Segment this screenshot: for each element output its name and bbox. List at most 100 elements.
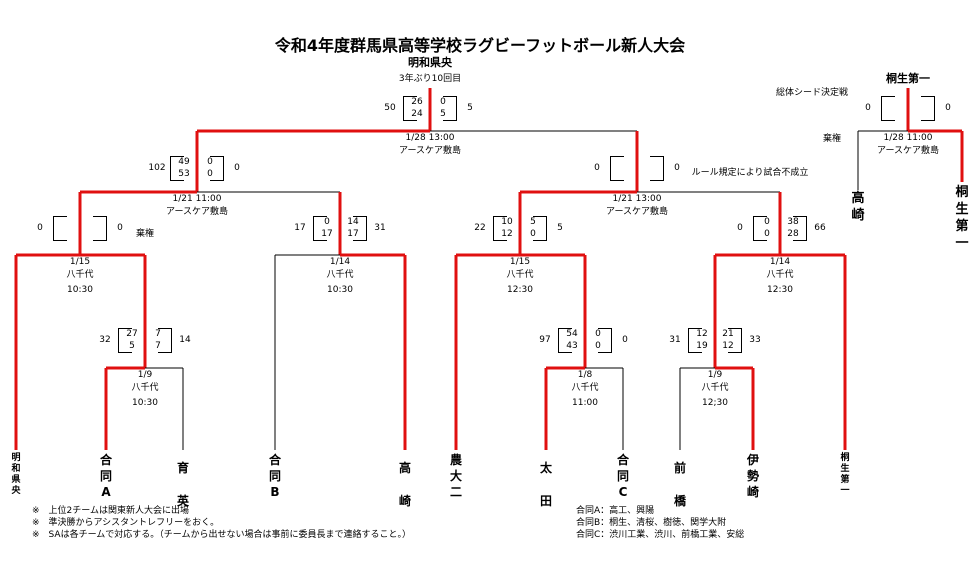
left-second-half-score: 43 <box>566 341 578 351</box>
right-total-score: 0 <box>674 163 680 173</box>
champion-name: 明和県央 <box>408 56 452 69</box>
team-name: 桐生第一 <box>840 453 850 496</box>
footnote: ※ SAは各チームで対応する。（チームから出せない場合は事前に委員長まで連絡する… <box>32 530 412 540</box>
right-total-score: 0 <box>945 103 951 113</box>
score-box <box>881 96 895 121</box>
team-name: 農大二 <box>449 453 462 499</box>
left-second-half-score: 53 <box>178 169 190 179</box>
team-name: 合同C <box>616 453 629 499</box>
right-first-half-score: 7 <box>155 329 161 339</box>
right-total-score: 5 <box>467 103 473 113</box>
match-venue: アースケア敷島 <box>605 207 669 217</box>
left-first-half-score: 10 <box>501 217 513 227</box>
right-total-score: 66 <box>814 223 826 233</box>
right-total-score: 33 <box>749 335 761 345</box>
right-first-half-score: 38 <box>787 217 799 227</box>
match-time: 10:30 <box>327 285 353 295</box>
right-second-half-score: 5 <box>440 109 446 119</box>
match-note: ルール規定により試合不成立 <box>691 168 809 178</box>
score-box <box>210 156 224 181</box>
score-box <box>793 216 807 241</box>
score-box <box>493 216 507 241</box>
footnote: ※ 上位2チームは関東新人大会に出場 <box>32 506 189 516</box>
right-first-half-score: 0 <box>207 157 213 167</box>
team-name: 合同A <box>99 453 112 499</box>
right-first-half-score: 0 <box>440 97 446 107</box>
match-date: 1/15 <box>69 257 91 267</box>
right-first-half-score: 0 <box>595 329 601 339</box>
right-total-score: 14 <box>179 335 191 345</box>
match-venue: 八千代 <box>326 270 354 280</box>
left-total-score: 31 <box>669 335 681 345</box>
match-date: 1/9 <box>137 370 153 380</box>
left-first-half-score: 54 <box>566 329 578 339</box>
match-time: 10:30 <box>132 398 158 408</box>
left-total-score: 97 <box>539 335 551 345</box>
match-date: 1/28 13:00 <box>405 133 455 143</box>
score-box <box>610 156 624 181</box>
right-second-half-score: 0 <box>530 229 536 239</box>
match-time: 10:30 <box>67 285 93 295</box>
left-first-half-score: 12 <box>696 329 708 339</box>
match-venue: 八千代 <box>701 383 729 393</box>
right-second-half-score: 0 <box>595 341 601 351</box>
left-total-score: 17 <box>294 223 306 233</box>
score-box <box>353 216 367 241</box>
team-name: 前橋 <box>673 461 686 508</box>
score-box <box>53 216 67 241</box>
match-venue: 八千代 <box>571 383 599 393</box>
score-box <box>598 328 612 353</box>
left-first-half-score: 49 <box>178 157 190 167</box>
combined-team-note: 合同B：桐生、清桜、樹徳、関学大附 <box>576 518 727 528</box>
score-box <box>921 96 935 121</box>
left-first-half-score: 26 <box>411 97 423 107</box>
left-total-score: 0 <box>37 223 43 233</box>
left-total-score: 50 <box>384 103 396 113</box>
right-second-half-score: 28 <box>787 229 799 239</box>
left-total-score: 32 <box>99 335 111 345</box>
score-box <box>118 328 132 353</box>
match-date: 1/15 <box>509 257 531 267</box>
left-second-half-score: 17 <box>321 229 333 239</box>
score-box <box>753 216 767 241</box>
left-second-half-score: 0 <box>764 229 770 239</box>
match-time: 12:30 <box>507 285 533 295</box>
footnote: ※ 準決勝からアシスタントレフリーをおく。 <box>32 518 220 528</box>
right-second-half-score: 17 <box>347 229 359 239</box>
match-date: 1/28 11:00 <box>883 133 933 143</box>
right-total-score: 0 <box>622 335 628 345</box>
match-note: 棄権 <box>135 229 155 239</box>
combined-team-note: 合同A：高工、興陽 <box>576 506 655 516</box>
left-second-half-score: 24 <box>411 109 423 119</box>
right-second-half-score: 0 <box>207 169 213 179</box>
score-box <box>650 156 664 181</box>
right-second-half-score: 7 <box>155 341 161 351</box>
right-total-score: 0 <box>117 223 123 233</box>
score-box <box>533 216 547 241</box>
score-box <box>158 328 172 353</box>
match-venue: 八千代 <box>131 383 159 393</box>
score-box <box>313 216 327 241</box>
left-second-half-score: 19 <box>696 341 708 351</box>
champion-note: 3年ぶり10回目 <box>398 74 462 84</box>
score-box <box>558 328 572 353</box>
match-date: 1/21 11:00 <box>172 194 222 204</box>
team-name: 合同B <box>268 453 281 499</box>
left-first-half-score: 0 <box>764 217 770 227</box>
seed-team-name: 桐生第一 <box>955 185 969 251</box>
team-name: 伊勢崎 <box>746 453 759 499</box>
seed-match-heading: 総体シード決定戦 <box>775 88 849 98</box>
score-box <box>93 216 107 241</box>
left-first-half-score: 0 <box>324 217 330 227</box>
right-total-score: 0 <box>234 163 240 173</box>
page-title: 令和4年度群馬県高等学校ラグビーフットボール新人大会 <box>274 36 686 55</box>
match-date: 1/14 <box>329 257 351 267</box>
match-time: 11:00 <box>572 398 598 408</box>
left-second-half-score: 12 <box>501 229 513 239</box>
score-box <box>688 328 702 353</box>
right-first-half-score: 14 <box>347 217 359 227</box>
right-total-score: 5 <box>557 223 563 233</box>
left-total-score: 0 <box>737 223 743 233</box>
left-total-score: 0 <box>865 103 871 113</box>
match-date: 1/9 <box>707 370 723 380</box>
